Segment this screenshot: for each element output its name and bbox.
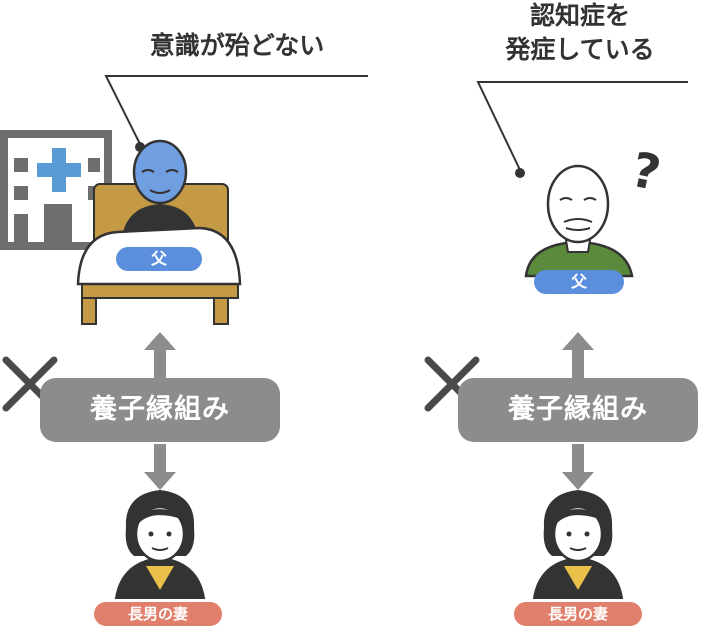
left-arrow-up bbox=[144, 332, 176, 380]
right-callout-line2: 発症している bbox=[505, 35, 655, 64]
left-father-badge: 父 bbox=[116, 247, 202, 271]
right-wife-icon bbox=[532, 490, 624, 599]
right-father-badge: 父 bbox=[534, 270, 624, 294]
right-wife-badge: 長男の妻 bbox=[514, 602, 642, 626]
left-wife-icon bbox=[114, 490, 206, 599]
right-adoption-box: 養子縁組み bbox=[458, 378, 698, 442]
left-adoption-box: 養子縁組み bbox=[40, 378, 280, 442]
right-arrow-up bbox=[562, 332, 594, 380]
left-callout-text: 意識が殆どない bbox=[149, 31, 325, 60]
right-callout-line bbox=[476, 81, 688, 178]
right-arrow-down bbox=[562, 444, 594, 490]
right-callout-line1: 認知症を bbox=[529, 1, 630, 30]
left-arrow-down bbox=[144, 444, 176, 490]
bedridden-father-icon bbox=[122, 139, 198, 236]
left-callout-line bbox=[104, 75, 368, 152]
confused-father-icon bbox=[524, 164, 634, 278]
left-wife-badge: 長男の妻 bbox=[94, 602, 222, 626]
